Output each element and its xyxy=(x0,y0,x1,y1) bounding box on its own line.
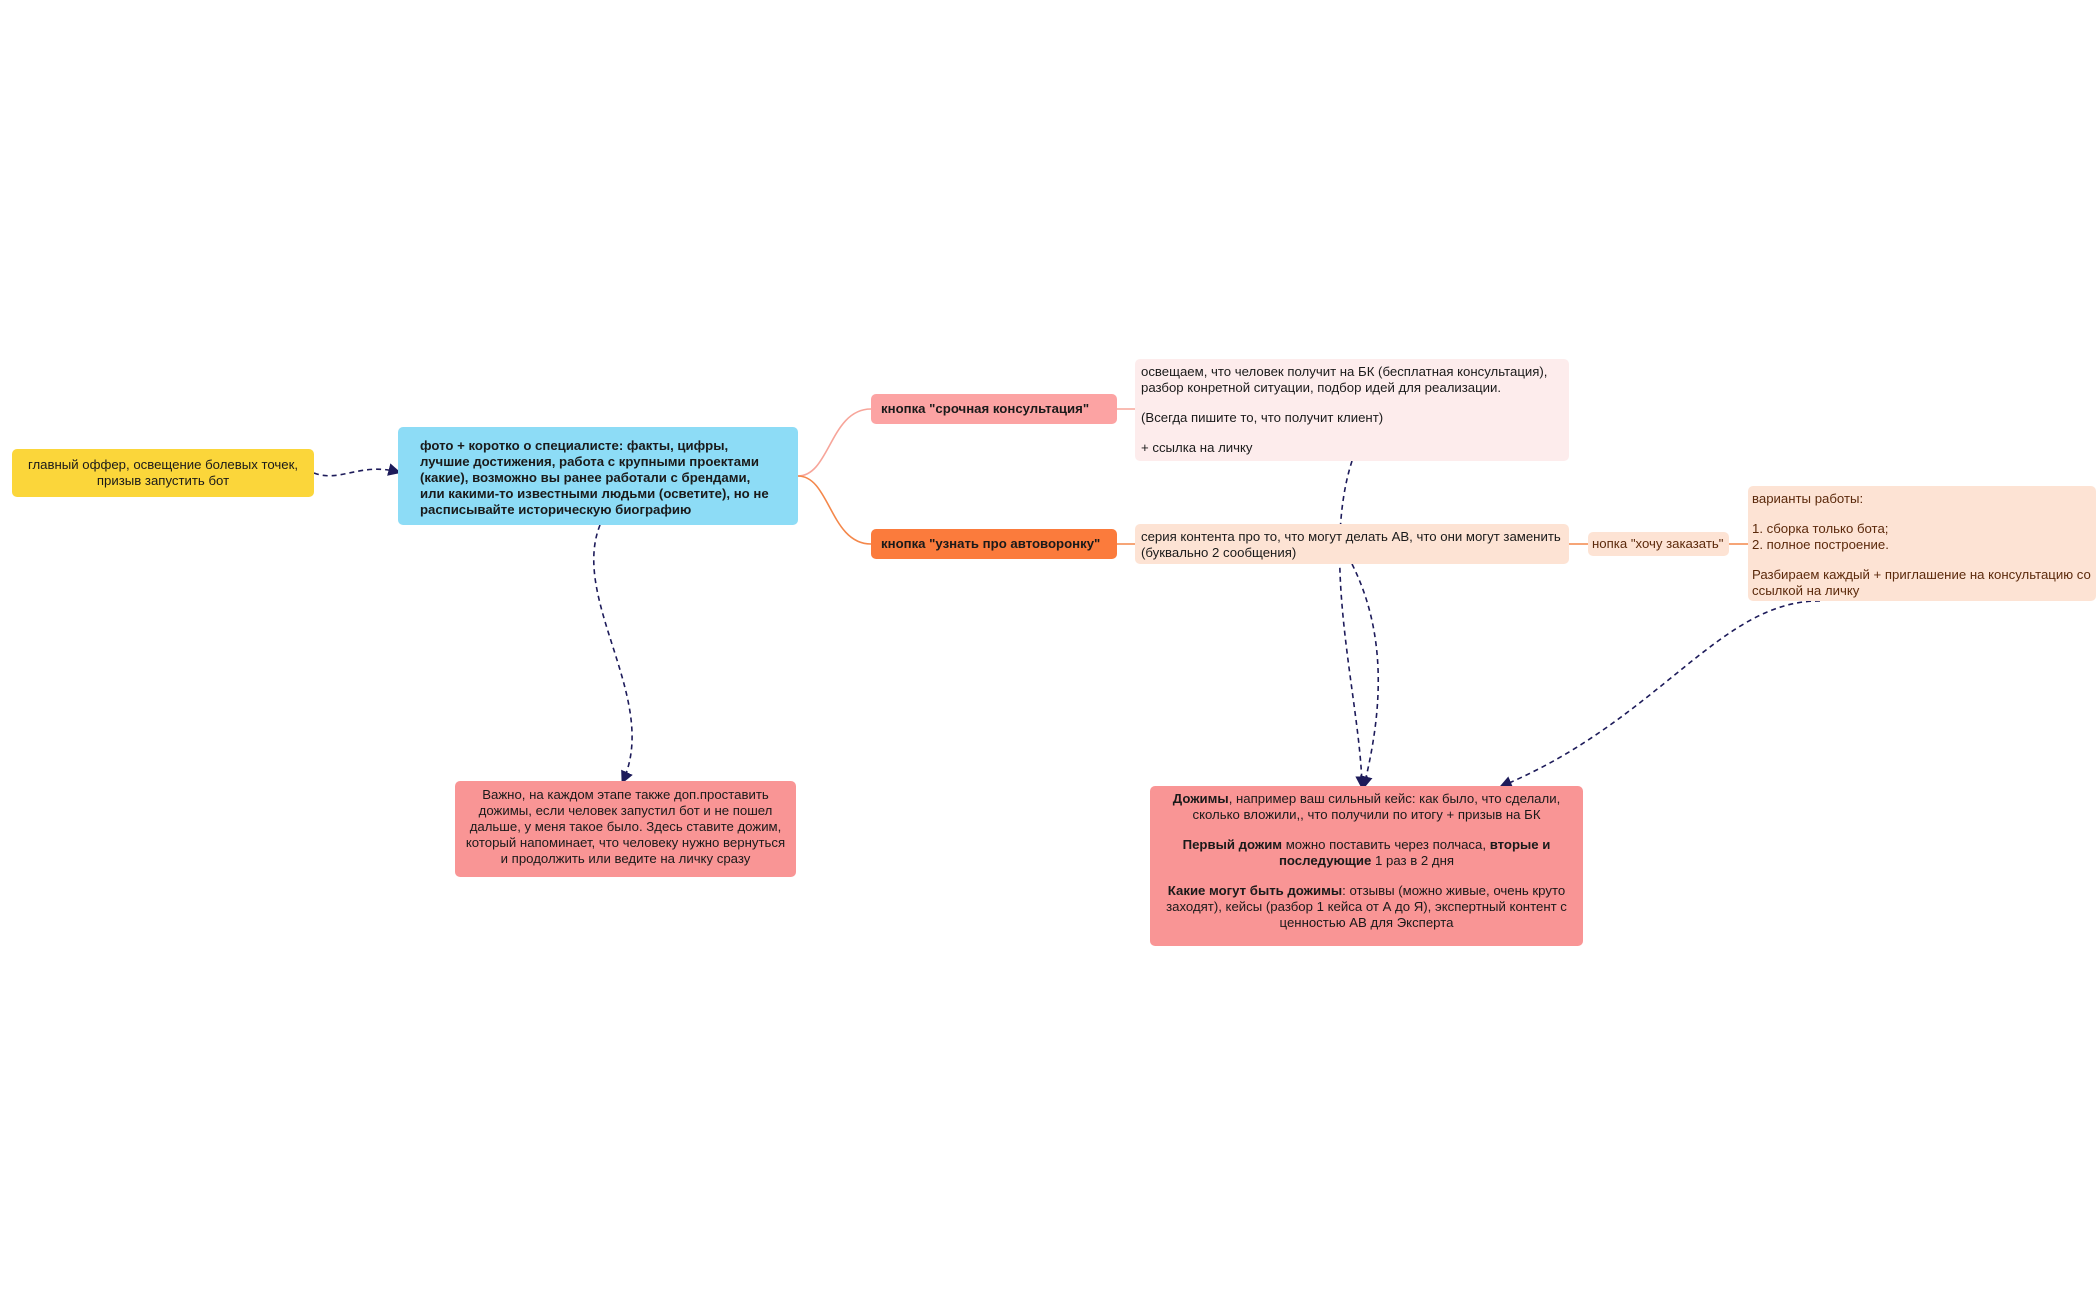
nudges-p2-mid: можно поставить через полчаса, xyxy=(1282,837,1490,852)
connector-intro-urgent xyxy=(797,408,872,477)
nudges-p2-bold-2: вторые и последующие xyxy=(1278,837,1551,868)
nudges-p3-bold: Какие могут быть дожимы xyxy=(1167,883,1343,898)
node-order-button[interactable]: нопка "хочу заказать" xyxy=(1588,532,1729,556)
node-important-note[interactable]: Важно, на каждом этапе также доп.простав… xyxy=(455,781,796,877)
node-specialist-intro-text: фото + коротко о специалисте: факты, циф… xyxy=(420,438,769,517)
consult-line-3: + ссылка на личку xyxy=(1141,440,1253,455)
node-main-offer-text: главный оффер, освещение болевых точек, … xyxy=(27,457,299,488)
nudges-paragraph-3: Какие могут быть дожимы: отзывы (можно ж… xyxy=(1162,883,1571,931)
node-order-text: нопка "хочу заказать" xyxy=(1592,536,1724,551)
node-urgent-consultation-text: кнопка "срочная консультация" xyxy=(881,401,1090,416)
nudges-paragraph-2: Первый дожим можно поставить через полча… xyxy=(1162,837,1571,869)
node-work-variants[interactable]: варианты работы: 1. сборка только бота; … xyxy=(1748,486,2096,601)
node-consultation-details[interactable]: освещаем, что человек получит на БК (бес… xyxy=(1135,359,1569,461)
variants-item-2: 2. полное построение. xyxy=(1752,537,1889,552)
node-main-offer[interactable]: главный оффер, освещение болевых точек, … xyxy=(12,449,314,497)
nudges-p2-rest: 1 раз в 2 дня xyxy=(1371,853,1455,868)
connector-intro-funnel xyxy=(797,475,872,545)
nudges-p2-bold-1: Первый дожим xyxy=(1182,837,1283,852)
node-urgent-consultation-button[interactable]: кнопка "срочная консультация" xyxy=(871,394,1117,424)
node-funnel-info-text: кнопка "узнать про автоворонку" xyxy=(881,536,1101,551)
node-content-series-text: серия контента про то, что могут делать … xyxy=(1141,529,1561,560)
consult-line-1: освещаем, что человек получит на БК (бес… xyxy=(1141,364,1548,395)
nudges-p3-rest: : отзывы (можно живые, очень круто заход… xyxy=(1166,883,1567,930)
nudges-paragraph-1: Дожимы, например ваш сильный кейс: как б… xyxy=(1162,791,1571,823)
relation-series-nudges xyxy=(1351,563,1380,790)
variants-item-1: 1. сборка только бота; xyxy=(1752,521,1889,536)
relation-variants-nudges xyxy=(1499,600,1821,789)
relation-offer-intro xyxy=(313,463,402,477)
variants-note: Разбираем каждый + приглашение на консул… xyxy=(1752,567,2091,598)
nudges-p1-bold: Дожимы xyxy=(1172,791,1229,806)
relation-intro-important xyxy=(593,524,633,784)
node-content-series[interactable]: серия контента про то, что могут делать … xyxy=(1135,524,1569,564)
node-important-text: Важно, на каждом этапе также доп.простав… xyxy=(465,787,786,866)
node-specialist-intro[interactable]: фото + коротко о специалисте: факты, циф… xyxy=(398,427,798,525)
variants-title: варианты работы: xyxy=(1752,491,1864,506)
node-funnel-info-button[interactable]: кнопка "узнать про автоворонку" xyxy=(871,529,1117,559)
node-nudges[interactable]: Дожимы, например ваш сильный кейс: как б… xyxy=(1150,786,1583,946)
nudges-p1-rest: , например ваш сильный кейс: как было, ч… xyxy=(1192,791,1561,822)
relation-consult-nudges xyxy=(1338,460,1369,790)
consult-line-2: (Всегда пишите то, что получит клиент) xyxy=(1141,410,1384,425)
